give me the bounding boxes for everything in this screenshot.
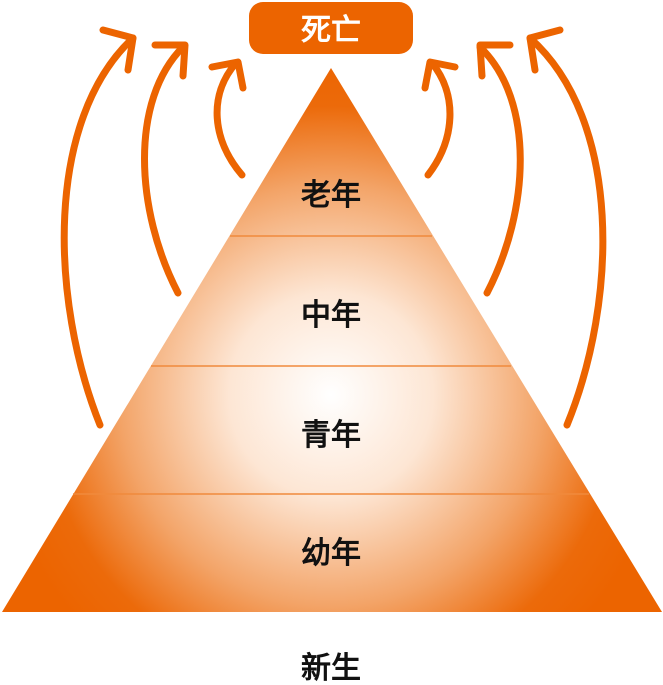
- stage-label-middle-age: 中年: [301, 298, 361, 333]
- arrow-right-outer: [526, 34, 607, 429]
- stage-label-youth: 青年: [301, 418, 361, 453]
- death-label: 死亡: [301, 13, 361, 48]
- arrowhead-left-inner: [208, 58, 247, 92]
- stage-label-childhood: 幼年: [301, 536, 361, 571]
- arrow-right-inner: [424, 59, 454, 179]
- arrowhead-left-outer: [99, 26, 137, 74]
- arrowhead-right-inner: [421, 58, 459, 92]
- arrowhead-right-outer: [526, 26, 564, 74]
- arrow-right-middle: [476, 43, 524, 297]
- pyramid-triangle: [2, 68, 662, 612]
- stage-label-elderly: 老年: [301, 178, 361, 213]
- death-box: [249, 2, 413, 54]
- birth-label: 新生: [301, 651, 361, 685]
- arrowhead-right-middle: [476, 41, 514, 80]
- arrow-left-inner: [213, 59, 246, 179]
- arrow-left-middle: [141, 43, 187, 297]
- arrowhead-left-middle: [151, 41, 189, 80]
- arrow-left-outer: [60, 34, 137, 429]
